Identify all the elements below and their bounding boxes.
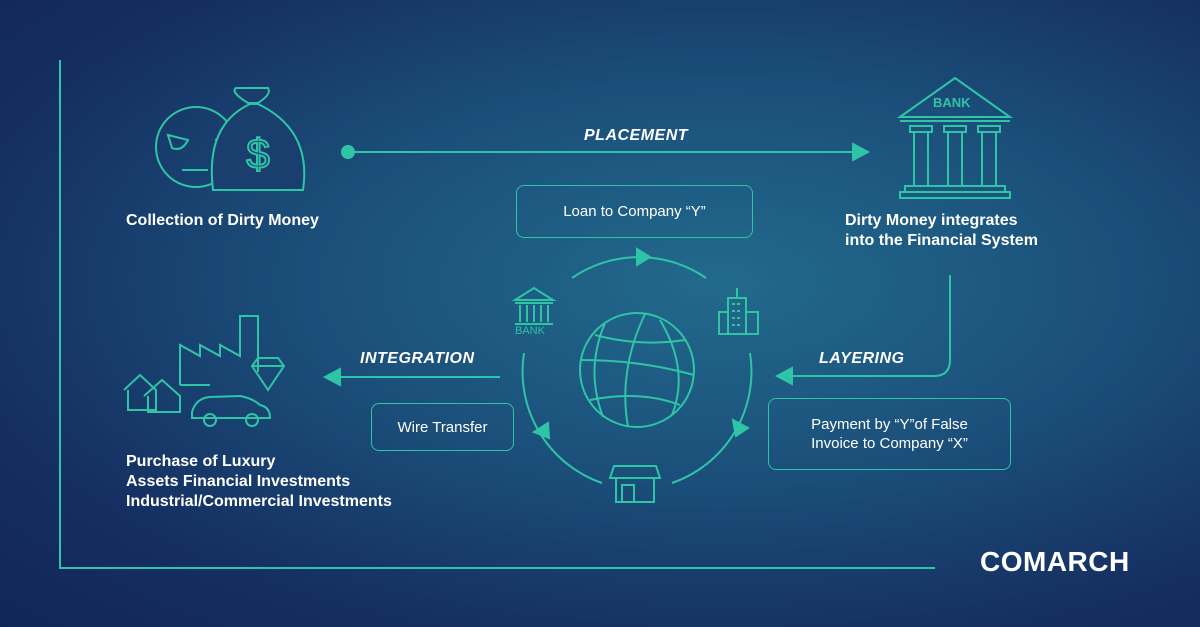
integrates-line: Dirty Money integrates: [845, 212, 1018, 229]
frame-line: [59, 60, 935, 569]
bubble-loan: Loan to Company “Y”: [516, 185, 753, 238]
shop-icon: [608, 465, 662, 503]
stage-integration: INTEGRATION: [360, 350, 475, 367]
purchase-line: Industrial/Commercial Investments: [126, 493, 392, 510]
luxury-assets-icon: [123, 315, 286, 427]
bubble-wire: Wire Transfer: [371, 403, 514, 451]
dirty-money-icon: $: [155, 87, 306, 191]
arrowhead-icon: [531, 421, 551, 440]
bank-small-label: BANK: [515, 325, 545, 337]
arrowhead-icon: [636, 247, 652, 267]
purchase-label: Purchase of Luxury Assets Financial Inve…: [126, 452, 392, 512]
layering-arrow: [774, 275, 951, 386]
stage-placement: PLACEMENT: [584, 127, 689, 144]
bank-big-label: BANK: [933, 95, 971, 110]
comarch-logo: COMARCH: [980, 546, 1130, 577]
stage-layering: LAYERING: [819, 350, 905, 367]
bubble-loan-text: Loan to Company “Y”: [563, 203, 706, 220]
office-building-icon: [718, 288, 759, 335]
globe-icon: [579, 312, 695, 428]
cycle-arcs: [521, 247, 753, 484]
bubble-wire-text: Wire Transfer: [397, 418, 488, 436]
bank-small-icon: [511, 286, 557, 325]
bank-big-icon: [896, 76, 1014, 199]
purchase-line: Purchase of Luxury: [126, 453, 276, 470]
collection-label: Collection of Dirty Money: [126, 212, 319, 229]
integration-arrow: [322, 367, 500, 387]
arrowhead-icon: [731, 418, 750, 438]
purchase-line: Assets Financial Investments: [126, 473, 351, 490]
integrates-label: Dirty Money integrates into the Financia…: [845, 211, 1038, 251]
svg-text:$: $: [246, 130, 269, 177]
integrates-line: into the Financial System: [845, 232, 1038, 249]
placement-arrow: [341, 142, 871, 162]
